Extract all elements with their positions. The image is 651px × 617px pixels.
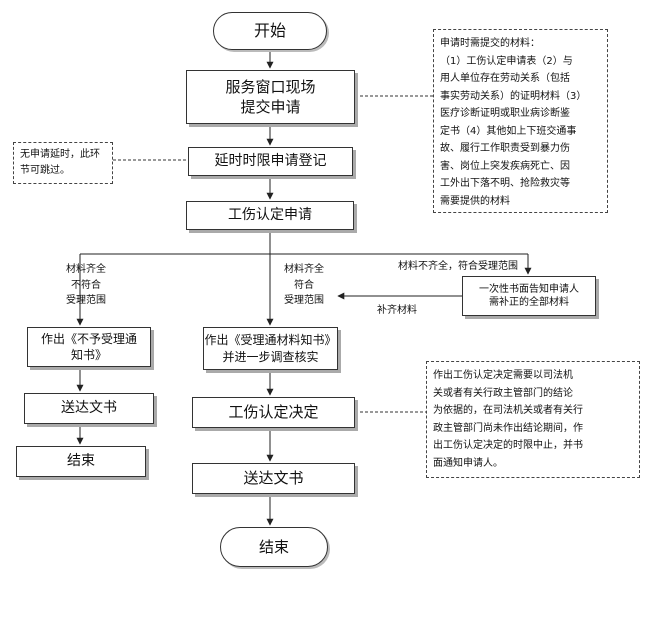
injury-decision-box: 工伤认定决定 (192, 397, 355, 428)
reject-notice-box: 作出《不予受理通 知书》 (27, 327, 151, 367)
submit-application-box: 服务窗口现场 提交申请 (186, 70, 355, 124)
submit-line-1: 服务窗口现场 (225, 77, 316, 96)
submit-line-2: 提交申请 (240, 98, 301, 116)
start-terminal: 开始 (213, 12, 327, 50)
supplement-label: 补齐材料 (377, 305, 417, 316)
materials-note: 申请时需提交的材料： （1）工伤认定申请表（2）与 用人单位存在劳动关系（包括 … (433, 29, 608, 213)
left-branch-label: 材料齐全 不符合 受理范围 (66, 264, 106, 306)
delay-registration-box: 延时时限申请登记 (188, 147, 353, 176)
inform-supplement-box: 一次性书面告知申请人 需补正的全部材料 (462, 276, 596, 316)
accept-notice-box: 作出《受理通材料知书》 并进一步调查核实 (203, 327, 338, 370)
injury-application-box: 工伤认定申请 (186, 201, 354, 230)
right-branch-label: 材料不齐全，符合受理范围 (398, 261, 518, 272)
end-terminal: 结束 (220, 527, 328, 567)
end-left-box: 结束 (16, 446, 146, 477)
serve-documents-center-box: 送达文书 (192, 463, 355, 494)
center-branch-label: 材料齐全 符合 受理范围 (284, 264, 324, 306)
suspension-note: 作出工伤认定决定需要以司法机 关或者有关行政主管部门的结论 为依据的，在司法机关… (426, 361, 640, 478)
serve-documents-left-box: 送达文书 (24, 393, 154, 424)
skip-note: 无申请延时，此环 节可跳过。 (13, 142, 113, 184)
